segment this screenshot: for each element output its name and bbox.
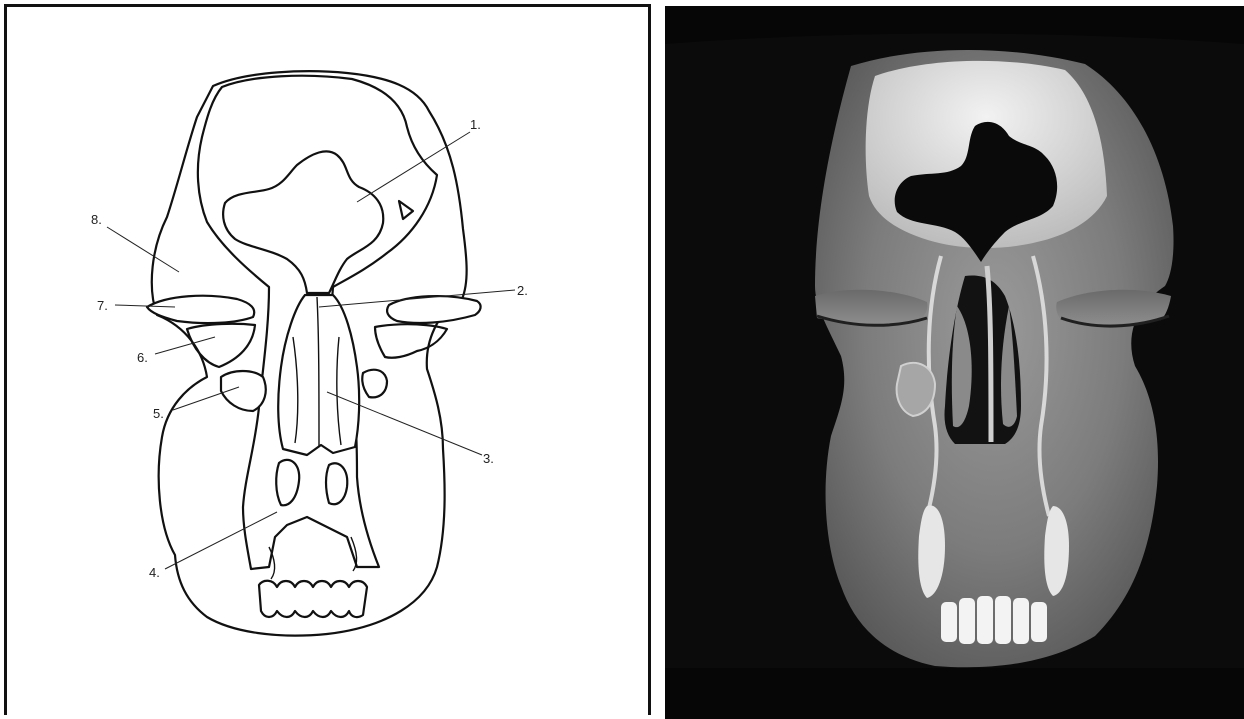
leader-line-4 [165, 512, 277, 569]
ct-tooth [1031, 602, 1047, 642]
orbit-small-shape [399, 201, 413, 219]
ct-tooth [1013, 598, 1029, 644]
label-7: 7. [97, 298, 108, 313]
label-4: 4. [149, 565, 160, 580]
left-maxillary-outline [187, 324, 255, 367]
skull-line-drawing: 1. 2. 3. 4. 5. 6. 7. 8. [7, 7, 654, 718]
right-root-shape [326, 463, 347, 504]
label-2: 2. [517, 283, 528, 298]
right-molar-shape [362, 370, 387, 398]
label-3: 3. [483, 451, 494, 466]
right-maxillary-outline [375, 324, 447, 358]
line-drawing-panel: 1. 2. 3. 4. 5. 6. 7. 8. [4, 4, 651, 715]
label-8: 8. [91, 212, 102, 227]
left-orbit-lid [147, 296, 254, 323]
leader-line-6 [155, 337, 215, 354]
ct-tooth [941, 602, 957, 642]
ct-scan-panel [665, 6, 1244, 719]
label-1: 1. [470, 117, 481, 132]
ct-tooth [959, 598, 975, 644]
left-root-shape [276, 460, 299, 505]
label-5: 5. [153, 406, 164, 421]
ct-tooth [995, 596, 1011, 644]
leader-line-8 [107, 227, 179, 272]
label-6: 6. [137, 350, 148, 365]
ct-tooth [977, 596, 993, 644]
ct-scan-image [665, 6, 1244, 719]
teeth-row [259, 581, 367, 617]
